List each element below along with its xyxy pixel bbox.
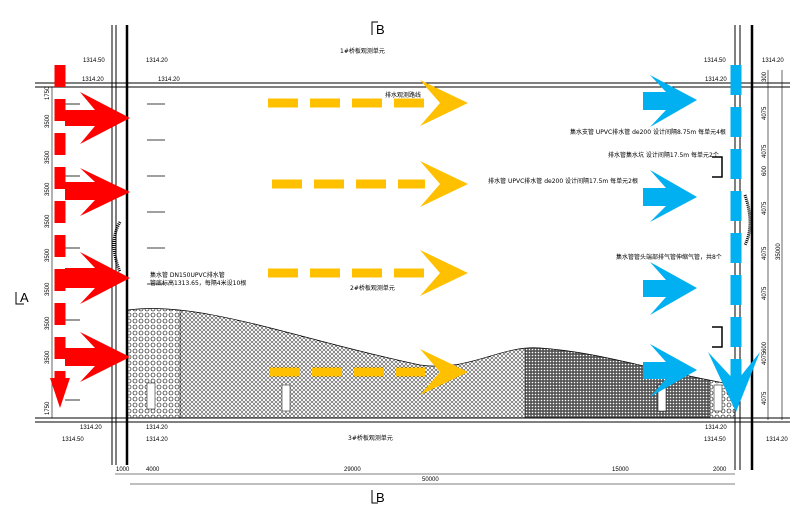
svg-text:2000: 2000 — [713, 467, 727, 473]
svg-text:300: 300 — [762, 71, 768, 82]
svg-text:3500: 3500 — [45, 248, 51, 262]
unit-label-middle: 2#桥板观测单元 — [350, 284, 395, 292]
svg-text:1314.50: 1314.50 — [704, 58, 726, 64]
svg-text:15000: 15000 — [612, 467, 629, 473]
section-mark-top: B — [376, 22, 385, 37]
svg-text:1314.20: 1314.20 — [80, 425, 102, 431]
svg-text:3500: 3500 — [45, 350, 51, 364]
svg-text:1314.20: 1314.20 — [82, 77, 104, 83]
note-left-2: 管底标高1313.65，每隔4米设10根 — [150, 279, 246, 287]
elevation-markers: 1314.50 1314.20 1314.20 1314.20 1314.50 … — [62, 58, 788, 443]
svg-text:4075: 4075 — [762, 106, 768, 120]
svg-text:4075: 4075 — [762, 286, 768, 300]
svg-text:1314.20: 1314.20 — [158, 77, 180, 83]
svg-text:1750: 1750 — [45, 401, 51, 415]
section-mark-left: A — [20, 290, 29, 305]
svg-text:4075: 4075 — [762, 144, 768, 158]
svg-text:3500: 3500 — [45, 214, 51, 228]
svg-text:1314.50: 1314.50 — [704, 437, 726, 443]
note-right-1: 集水支管 UPVC排水管 de200 设计间隔8.75m 每单元4根 — [570, 128, 726, 136]
drain-ticks — [65, 103, 165, 401]
svg-text:3500: 3500 — [45, 150, 51, 164]
svg-text:3500: 3500 — [45, 114, 51, 128]
svg-text:1314.20: 1314.20 — [146, 58, 168, 64]
yellow-flow-arrows — [268, 80, 468, 395]
svg-text:600: 600 — [762, 341, 768, 352]
svg-text:1314.50: 1314.50 — [83, 58, 105, 64]
svg-text:1314.20: 1314.20 — [146, 437, 168, 443]
svg-text:50000: 50000 — [422, 477, 439, 483]
section-mark-bottom: B — [376, 490, 385, 505]
note-right-4: 集水管管头端部排气管伸缩气管，共8个 — [616, 253, 722, 261]
svg-text:29000: 29000 — [344, 467, 361, 473]
svg-text:1314.20: 1314.20 — [705, 425, 727, 431]
svg-text:35000: 35000 — [776, 243, 782, 260]
svg-text:4075: 4075 — [762, 351, 768, 365]
note-left-1: 集水管 DN150UPVC排水管 — [150, 271, 225, 279]
svg-text:3500: 3500 — [45, 182, 51, 196]
svg-text:4075: 4075 — [762, 391, 768, 405]
unit-label-top-small: 排水观测路线 — [385, 91, 421, 99]
svg-text:4075: 4075 — [762, 246, 768, 260]
inspection-wells — [146, 382, 723, 412]
left-dimensions: 1750 3500 3500 3500 3500 3500 3500 3500 … — [45, 86, 51, 415]
note-right-2: 排水管集水坑 设计间隔17.5m 每单元2个 — [608, 151, 719, 159]
svg-text:1314.20: 1314.20 — [762, 58, 784, 64]
bottom-dimensions: 1000 4000 29000 15000 2000 50000 — [115, 467, 735, 485]
svg-text:3500: 3500 — [45, 282, 51, 296]
right-dimensions: 300 4075 4075 600 4075 4075 4075 600 407… — [762, 71, 782, 405]
note-right-3: 排水管 UPVC排水管 de200 设计间隔17.5m 每单元2根 — [488, 177, 638, 185]
svg-text:1750: 1750 — [45, 86, 51, 100]
blue-flow-arrows — [643, 65, 760, 412]
svg-text:1314.20: 1314.20 — [705, 77, 727, 83]
svg-text:3500: 3500 — [45, 316, 51, 330]
svg-text:600: 600 — [762, 165, 768, 176]
svg-text:1314.20: 1314.20 — [146, 425, 168, 431]
svg-text:4075: 4075 — [762, 201, 768, 215]
svg-text:1000: 1000 — [116, 467, 130, 473]
svg-text:1314.50: 1314.50 — [62, 437, 84, 443]
red-flow-arrows — [50, 65, 130, 408]
svg-text:4000: 4000 — [146, 467, 160, 473]
unit-label-bottom: 3#桥板观测单元 — [348, 434, 393, 442]
svg-text:1314.20: 1314.20 — [766, 437, 788, 443]
unit-label-top: 1#桥板观测单元 — [340, 47, 385, 55]
